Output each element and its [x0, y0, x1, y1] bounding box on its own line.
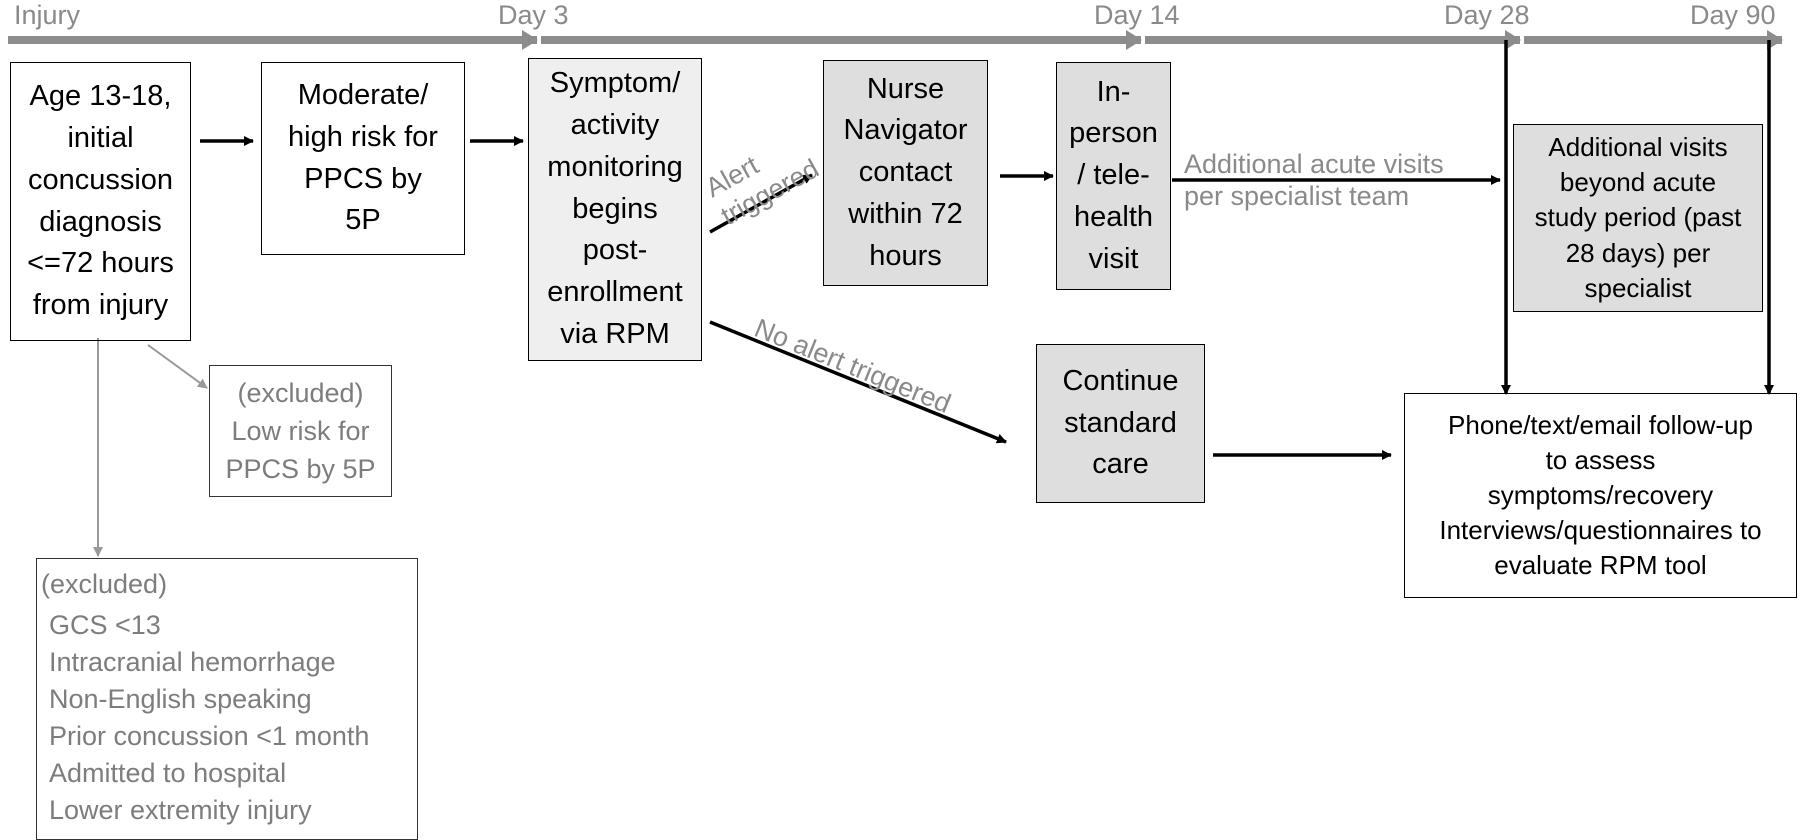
timeline-label-day-90: Day 90 [1690, 0, 1776, 30]
monitoring-text: Symptom/ activity monitoring begins post… [547, 67, 683, 350]
nurse-navigator-box: Nurse Navigator contact within 72 hours [823, 60, 988, 286]
excluded-criteria-list: GCS <13 Intracranial hemorrhage Non-Engl… [49, 607, 369, 829]
list-item: Non-English speaking [49, 684, 312, 714]
timeline-label-day-28: Day 28 [1444, 0, 1530, 30]
arrow-to-excluded-low-risk [147, 344, 208, 389]
excluded-criteria-box: (excluded) GCS <13 Intracranial hemorrha… [36, 558, 418, 840]
list-item: Prior concussion <1 month [49, 721, 370, 751]
timeline-label-injury: Injury [14, 0, 81, 30]
visit-text: In- person / tele- health visit [1069, 75, 1158, 275]
additional-visits-box: Additional visits beyond acute study per… [1513, 124, 1763, 312]
standard-care-text: Continue standard care [1062, 364, 1179, 481]
list-item: Admitted to hospital [49, 758, 287, 788]
visit-box: In- person / tele- health visit [1056, 62, 1171, 290]
timeline-label-day-3: Day 3 [498, 0, 569, 30]
followup-text: Phone/text/email follow-up to assess sym… [1439, 409, 1762, 581]
additional-visits-text: Additional visits beyond acute study per… [1534, 132, 1742, 303]
excluded-low-risk-text: (excluded) Low risk for PPCS by 5P [225, 377, 376, 485]
standard-care-box: Continue standard care [1036, 344, 1205, 503]
monitoring-box: Symptom/ activity monitoring begins post… [528, 58, 702, 361]
risk-box: Moderate/ high risk for PPCS by 5P [261, 62, 465, 255]
timeline-label-day-14: Day 14 [1094, 0, 1180, 30]
risk-text: Moderate/ high risk for PPCS by 5P [288, 79, 438, 237]
list-item: Lower extremity injury [49, 795, 312, 825]
excluded-criteria-header: (excluded) [41, 569, 168, 599]
excluded-low-risk-box: (excluded) Low risk for PPCS by 5P [209, 365, 392, 497]
eligibility-box: Age 13-18, initial concussion diagnosis … [10, 62, 191, 341]
eligibility-text: Age 13-18, initial concussion diagnosis … [27, 80, 174, 321]
nurse-navigator-text: Nurse Navigator contact within 72 hours [843, 72, 968, 272]
arrow-no-alert-to-standard-care [709, 320, 1007, 444]
followup-box: Phone/text/email follow-up to assess sym… [1404, 393, 1797, 598]
list-item: GCS <13 [49, 610, 161, 640]
list-item: Intracranial hemorrhage [49, 647, 336, 677]
arrow-alert-to-nurse [709, 173, 813, 234]
acute-visits-label: Additional acute visits per specialist t… [1184, 149, 1444, 212]
